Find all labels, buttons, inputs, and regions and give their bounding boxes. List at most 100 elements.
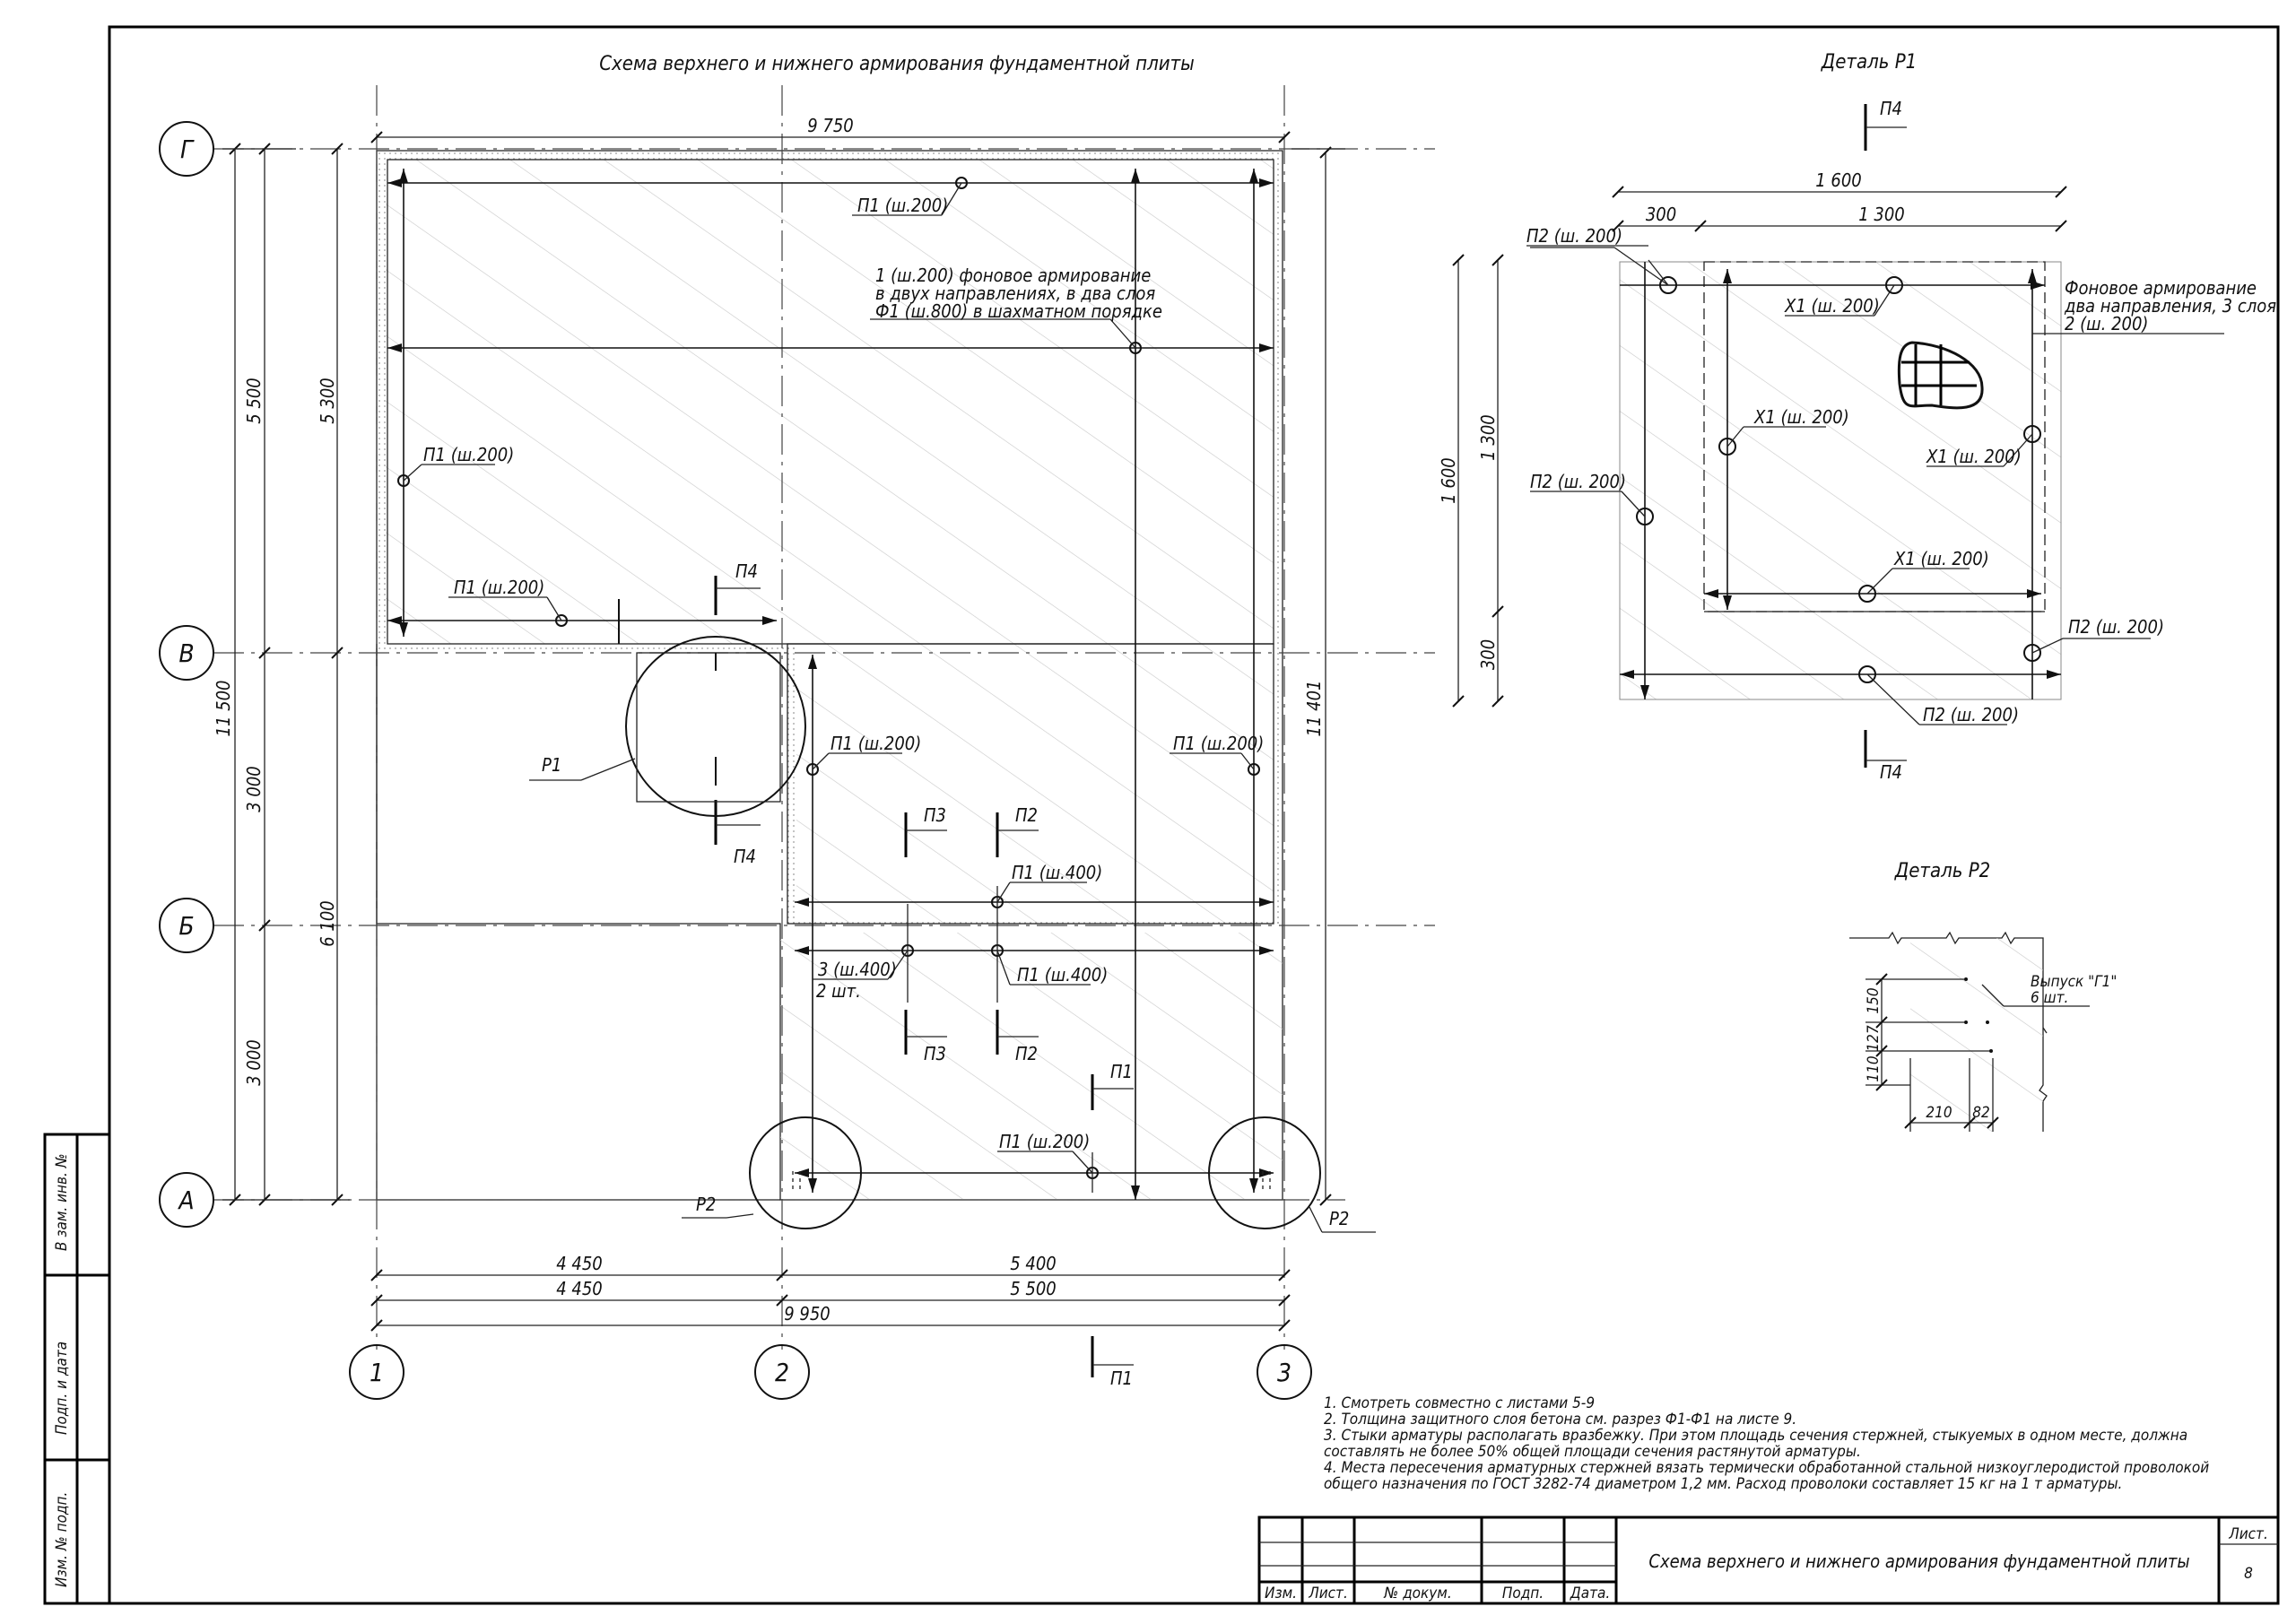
cut-p4-top: П4 xyxy=(735,560,758,582)
dimension-lines: 9 750 11 500 5 500 3 000 3 000 5 300 6 1… xyxy=(213,115,1345,1332)
rebar-lines xyxy=(387,169,1274,1200)
detail-p1-cut-p4-top: П4 xyxy=(1880,98,1902,119)
cut-p3-bottom: П3 xyxy=(924,1043,946,1064)
axis-marker-col-1: 1 xyxy=(349,1344,404,1400)
side-stamp-field-3: Изм. № подп. xyxy=(53,1492,71,1587)
label-bg-line2: в двух направлениях, в два слоя xyxy=(875,282,1155,304)
axis-marker-col-2: 2 xyxy=(754,1344,810,1400)
svg-text:Г: Г xyxy=(180,135,195,164)
dim-bottom-5500: 5 500 xyxy=(1010,1278,1057,1299)
label-p1-upper-bottom: П1 (ш.200) xyxy=(454,577,544,598)
detail-p1-bg-line3: 2 (ш. 200) xyxy=(2065,313,2148,334)
detail-p1-cut-p4-bottom: П4 xyxy=(1880,761,1902,783)
dim-left-11500: 11 500 xyxy=(213,681,234,737)
label-two-pcs: 2 шт. xyxy=(816,980,861,1002)
detail-p2-outlet-line2: 6 шт. xyxy=(2031,989,2068,1007)
detail-p1-label-x1-left: Х1 (ш. 200) xyxy=(1753,406,1849,428)
title-block: Изм. Лист. № докум. Подп. Дата. Схема ве… xyxy=(1257,1515,2280,1605)
dim-left-6100: 6 100 xyxy=(317,900,338,947)
label-p1-bottom: П1 (ш.200) xyxy=(999,1131,1090,1152)
detail-p1-dim-300-top: 300 xyxy=(1646,204,1676,225)
detail-p2-dim-82: 82 xyxy=(1972,1104,1989,1122)
detail-p1-title: Деталь Р1 xyxy=(1821,51,1917,74)
detail-p2-dim-150: 150 xyxy=(1865,987,1883,1013)
cut-p1-top: П1 xyxy=(1110,1061,1133,1082)
dim-bottom-4450-b: 4 450 xyxy=(556,1278,603,1299)
detail-p1-bg-line2: два направления, 3 слоя xyxy=(2064,295,2276,317)
detail-p2: Деталь Р2 150 127 110 210 82 Выпуск "Г1"… xyxy=(1849,860,2117,1132)
stamp-col-izm: Изм. xyxy=(1265,1585,1297,1602)
dim-left-5500: 5 500 xyxy=(243,378,265,424)
detail-callout-r1: Р1 xyxy=(542,754,561,776)
dim-left-5300: 5 300 xyxy=(317,378,338,424)
detail-p1-label-p2-right: П2 (ш. 200) xyxy=(2068,616,2164,638)
svg-text:1: 1 xyxy=(370,1358,384,1387)
detail-callout-r2-right: Р2 xyxy=(1329,1208,1349,1229)
dim-bottom-9950: 9 950 xyxy=(784,1303,831,1324)
axis-marker-row-v: В xyxy=(159,625,214,681)
stamp-col-doc: № докум. xyxy=(1383,1585,1451,1602)
detail-p1-label-p2-bottom: П2 (ш. 200) xyxy=(1923,704,2019,725)
svg-text:В: В xyxy=(178,638,194,668)
cut-p2-top: П2 xyxy=(1015,804,1038,826)
cut-p1-bottom: П1 xyxy=(1110,1368,1133,1389)
sheet-frame xyxy=(108,25,2280,1605)
note-line-1: 1. Смотреть совместно с листами 5-9 xyxy=(1324,1394,1595,1412)
detail-p1-label-x1-bottom: Х1 (ш. 200) xyxy=(1893,548,1989,569)
note-line-4: составлять не более 50% общей площади се… xyxy=(1324,1443,1861,1461)
note-line-2: 2. Толщина защитного слоя бетона см. раз… xyxy=(1324,1411,1796,1429)
svg-text:А: А xyxy=(177,1185,194,1215)
side-stamp-field-1: В зам. инв. № xyxy=(53,1153,71,1251)
detail-p1-dim-1300-left: 1 300 xyxy=(1477,414,1499,461)
label-p1-w400-lower: П1 (ш.400) xyxy=(1017,964,1108,986)
dim-left-3000-lower: 3 000 xyxy=(243,1039,265,1086)
svg-text:Б: Б xyxy=(178,911,194,941)
stamp-sheet-number: 8 xyxy=(2244,1565,2253,1583)
dim-bottom-4450-a: 4 450 xyxy=(556,1253,603,1274)
main-title: Схема верхнего и нижнего армирования фун… xyxy=(599,53,1195,75)
stamp-col-sign: Подп. xyxy=(1502,1585,1544,1602)
detail-p2-dim-127: 127 xyxy=(1865,1025,1883,1051)
detail-p2-dim-110: 110 xyxy=(1865,1055,1883,1081)
detail-p1-dim-1600-top: 1 600 xyxy=(1815,169,1862,191)
axis-marker-row-b: Б xyxy=(159,898,214,953)
note-line-5: 4. Места пересечения арматурных стержней… xyxy=(1324,1459,2209,1477)
detail-p1-dim-1600-left: 1 600 xyxy=(1438,457,1459,504)
svg-text:2: 2 xyxy=(775,1358,789,1387)
detail-p1-dim-1300-top: 1 300 xyxy=(1858,204,1905,225)
detail-p1-label-p2-left: П2 (ш. 200) xyxy=(1530,471,1626,492)
label-p1-top: П1 (ш.200) xyxy=(857,195,948,216)
note-line-6: общего назначения по ГОСТ 3282-74 диамет… xyxy=(1324,1475,2122,1493)
detail-p1-label-x1-top: Х1 (ш. 200) xyxy=(1784,295,1880,317)
label-bg-line3: Ф1 (ш.800) в шахматном порядке xyxy=(875,300,1162,322)
detail-p2-title: Деталь Р2 xyxy=(1894,860,1990,882)
note-line-3: 3. Стыки арматуры располагать вразбежку.… xyxy=(1324,1427,2187,1445)
label-bar3-w400: 3 (ш.400) xyxy=(818,959,897,980)
detail-callouts: Р1 Р2 Р2 xyxy=(529,636,1376,1233)
cut-p3-top: П3 xyxy=(924,804,946,826)
stamp-title: Схема верхнего и нижнего армирования фун… xyxy=(1648,1550,2189,1572)
axis-lines xyxy=(213,85,1435,1350)
detail-p2-dim-210: 210 xyxy=(1926,1104,1952,1122)
detail-p1-label-p2-top: П2 (ш. 200) xyxy=(1526,225,1622,247)
label-p1-middle: П1 (ш.200) xyxy=(831,733,921,754)
dim-right-11401: 11 401 xyxy=(1303,681,1325,737)
axis-marker-col-3: 3 xyxy=(1257,1344,1312,1400)
stamp-sheet-label: Лист. xyxy=(2228,1525,2268,1543)
label-p1-left: П1 (ш.200) xyxy=(423,444,514,465)
dim-top-9750: 9 750 xyxy=(807,115,854,136)
detail-p2-outlet-line1: Выпуск "Г1" xyxy=(2031,973,2117,991)
label-p1-right: П1 (ш.200) xyxy=(1173,733,1264,754)
label-p1-w400-upper: П1 (ш.400) xyxy=(1012,862,1102,883)
detail-p1-bg-line1: Фоновое армирование xyxy=(2065,277,2257,299)
dim-left-3000-upper: 3 000 xyxy=(243,766,265,812)
detail-p1-dim-300-left: 300 xyxy=(1477,639,1499,670)
label-bg-line1: 1 (ш.200) фоновое армирование xyxy=(875,265,1151,286)
side-stamp-field-2: Подп. и дата xyxy=(53,1342,71,1435)
detail-callout-r2-left: Р2 xyxy=(696,1194,716,1215)
detail-p1: Деталь Р1 П4 1 600 300 1 300 1 600 1 300… xyxy=(1438,51,2276,783)
stamp-col-date: Дата. xyxy=(1570,1585,1610,1602)
axis-markers: Г В Б А 1 2 3 xyxy=(159,121,1312,1400)
notes: 1. Смотреть совместно с листами 5-9 2. Т… xyxy=(1324,1394,2209,1493)
